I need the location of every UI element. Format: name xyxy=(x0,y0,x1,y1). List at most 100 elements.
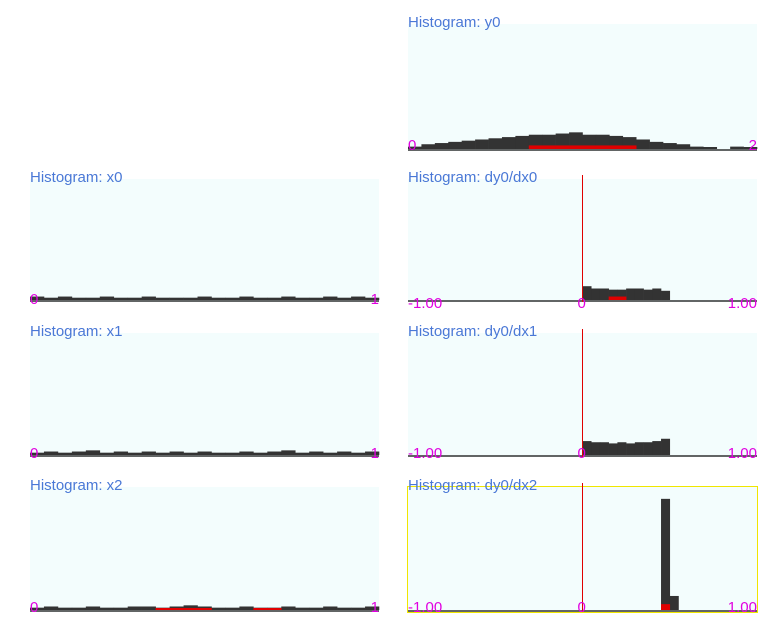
histogram-bar xyxy=(281,296,296,300)
tick-label: 0 xyxy=(577,445,586,462)
plot-area[interactable] xyxy=(30,333,380,457)
histogram-title: Histogram: dy0/dx1 xyxy=(408,323,538,340)
histogram-bar xyxy=(501,137,516,149)
histogram-bar xyxy=(127,606,142,610)
histogram-bar xyxy=(634,442,644,455)
histogram-bar xyxy=(155,297,170,300)
histogram-bar xyxy=(591,288,601,300)
histogram-panel-dy0dx1[interactable]: Histogram: dy0/dx1 -1.00 0 1.00 xyxy=(408,323,757,487)
histogram-title: Histogram: dy0/dx0 xyxy=(408,169,538,186)
histogram-bar xyxy=(239,451,254,455)
histogram-bar xyxy=(323,452,338,455)
histogram-bar xyxy=(582,441,592,455)
histogram-svg xyxy=(408,329,757,457)
histogram-bar xyxy=(555,133,570,149)
plot-area[interactable] xyxy=(30,179,380,302)
histogram-bar xyxy=(351,452,366,455)
histogram-bar xyxy=(281,450,296,455)
histogram-accent-bar xyxy=(155,608,170,610)
tick-label: 0 xyxy=(577,599,586,616)
histogram-bar xyxy=(617,442,627,455)
histogram-title: Histogram: x2 xyxy=(30,477,123,494)
histogram-bar xyxy=(113,451,129,455)
histogram-bar xyxy=(197,296,212,300)
histogram-title: Histogram: dy0/dx2 xyxy=(408,477,538,494)
histogram-bar xyxy=(365,451,380,455)
histogram-accent-bar xyxy=(528,145,543,149)
histogram-bar xyxy=(617,289,627,300)
histogram-accent-bar xyxy=(622,145,637,149)
histogram-accent-bar xyxy=(555,145,570,149)
histogram-accent-bar xyxy=(542,145,556,149)
tick-label: 0 xyxy=(30,291,39,308)
histogram-bar xyxy=(661,290,671,300)
tick-label: -1.00 xyxy=(408,445,443,462)
histogram-bar xyxy=(626,288,636,300)
histogram-accent-bar xyxy=(661,604,671,610)
tick-label: 0 xyxy=(30,445,39,462)
histogram-bar xyxy=(30,452,45,455)
histogram-bar xyxy=(169,451,184,455)
histogram-bar xyxy=(43,606,59,610)
plot-area[interactable] xyxy=(407,483,758,613)
plot-area[interactable] xyxy=(408,24,758,151)
histogram-bar xyxy=(309,607,324,610)
plot-area[interactable] xyxy=(30,487,380,612)
histogram-bar xyxy=(582,134,597,149)
histogram-bar xyxy=(99,452,115,455)
histogram-svg xyxy=(30,450,380,457)
tick-label: 1.00 xyxy=(727,445,757,462)
histogram-accent-bar xyxy=(267,608,282,610)
histogram-bar xyxy=(239,296,254,300)
histogram-accent-bar xyxy=(183,608,198,610)
histogram-bar xyxy=(99,296,115,300)
histogram-bar xyxy=(295,452,310,455)
histogram-bar xyxy=(295,297,310,300)
histogram-bar xyxy=(43,297,59,300)
histogram-bar xyxy=(57,452,73,455)
histogram-bar xyxy=(225,607,240,610)
histogram-svg xyxy=(30,296,380,302)
histogram-accent-bar xyxy=(253,608,268,610)
histogram-bar xyxy=(141,606,156,610)
histogram-bar xyxy=(743,147,758,149)
tick-label: 1.00 xyxy=(727,599,757,616)
histogram-accent-bar xyxy=(595,145,610,149)
histogram-bar xyxy=(351,607,366,610)
histogram-bar xyxy=(323,606,338,610)
histogram-bar xyxy=(57,607,73,610)
histogram-bar xyxy=(113,297,129,300)
histogram-bar xyxy=(225,452,240,455)
histogram-accent-bar xyxy=(582,145,597,149)
tick-label: 1 xyxy=(370,291,379,308)
histogram-accent-bar xyxy=(608,296,618,300)
histogram-bar xyxy=(99,607,115,610)
histogram-accent-bar xyxy=(169,608,184,610)
tick-label: 1 xyxy=(370,599,379,616)
histogram-bar xyxy=(591,442,601,455)
histogram-bar xyxy=(365,297,380,300)
histogram-bar xyxy=(448,141,462,149)
histogram-bar xyxy=(281,606,296,610)
histogram-bar xyxy=(636,139,650,149)
histogram-bar xyxy=(155,452,170,455)
histogram-bar xyxy=(253,297,268,300)
histogram-bar xyxy=(599,442,609,455)
histogram-svg xyxy=(30,605,380,612)
plot-area[interactable] xyxy=(408,329,757,457)
tick-label: -1.00 xyxy=(408,295,443,312)
histogram-bar xyxy=(309,297,324,300)
histogram-bar xyxy=(634,288,644,300)
histogram-bar xyxy=(295,607,310,610)
histogram-bar xyxy=(57,296,73,300)
plot-area[interactable] xyxy=(408,175,757,302)
histogram-bar xyxy=(85,297,101,300)
histogram-bar xyxy=(267,297,282,300)
histogram-bar xyxy=(239,606,254,610)
